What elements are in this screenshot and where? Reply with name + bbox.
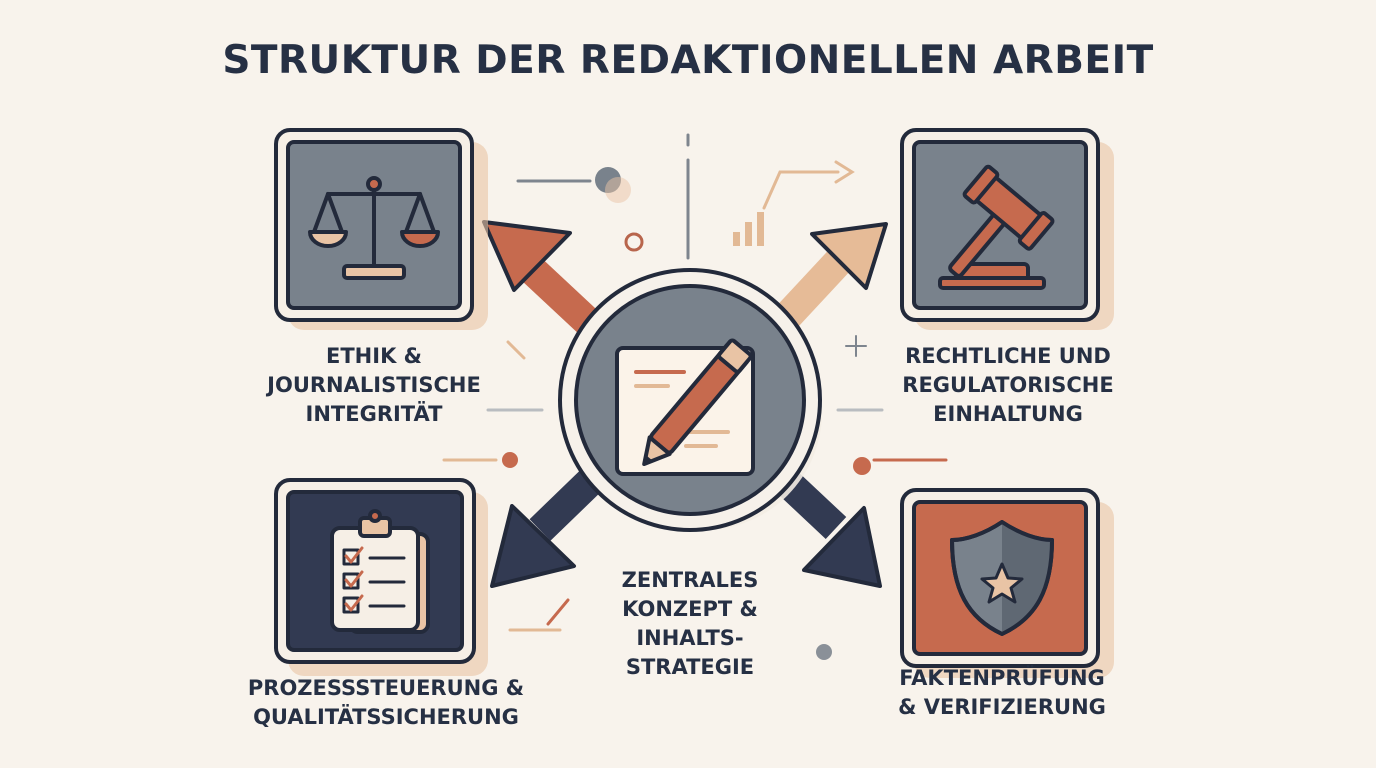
center-label: ZENTRALES KONZEPT & INHALTS- STRATEGIE (580, 566, 800, 682)
ethics-label-line: INTEGRITÄT (305, 402, 443, 426)
center-label-line: INHALTS- (636, 626, 744, 650)
scales-icon (308, 176, 440, 280)
gavel-icon (938, 164, 1055, 290)
document-pen-icon (615, 338, 755, 476)
ethics-label-line: ETHIK & (326, 344, 422, 368)
ethics-card (274, 128, 488, 330)
center-node (558, 268, 822, 532)
legal-label-line: RECHTLICHE UND (905, 344, 1111, 368)
center-label-line: ZENTRALES (621, 568, 759, 592)
diagram-title: STRUKTUR DER REDAKTIONELLEN ARBEIT (222, 38, 1154, 83)
legal-label-line: EINHALTUNG (933, 402, 1083, 426)
factcheck-label-line: FAKTENPRÜFUNG (899, 666, 1105, 690)
legal-label-line: REGULATORISCHE (902, 373, 1114, 397)
decorations (442, 133, 948, 660)
clipboard-checklist-icon (330, 509, 430, 634)
shield-star-icon (950, 520, 1054, 636)
factcheck-label: FAKTENPRÜFUNG & VERIFIZIERUNG (872, 664, 1132, 722)
process-label: PROZESSSTEUERUNG & QUALITÄTSSICHERUNG (236, 674, 536, 732)
process-card (274, 478, 488, 676)
legal-card (900, 128, 1114, 330)
process-label-line: PROZESSSTEUERUNG & (247, 676, 525, 700)
center-label-line: KONZEPT & (622, 597, 758, 621)
process-label-line: QUALITÄTSSICHERUNG (253, 705, 519, 729)
legal-label: RECHTLICHE UND REGULATORISCHE EINHALTUNG (880, 342, 1136, 429)
center-label-line: STRATEGIE (625, 655, 755, 679)
factcheck-label-line: & VERIFIZIERUNG (898, 695, 1106, 719)
ethics-label: ETHIK & JOURNALISTISCHE INTEGRITÄT (246, 342, 502, 429)
factcheck-card (900, 488, 1114, 678)
ethics-label-line: JOURNALISTISCHE (267, 373, 481, 397)
